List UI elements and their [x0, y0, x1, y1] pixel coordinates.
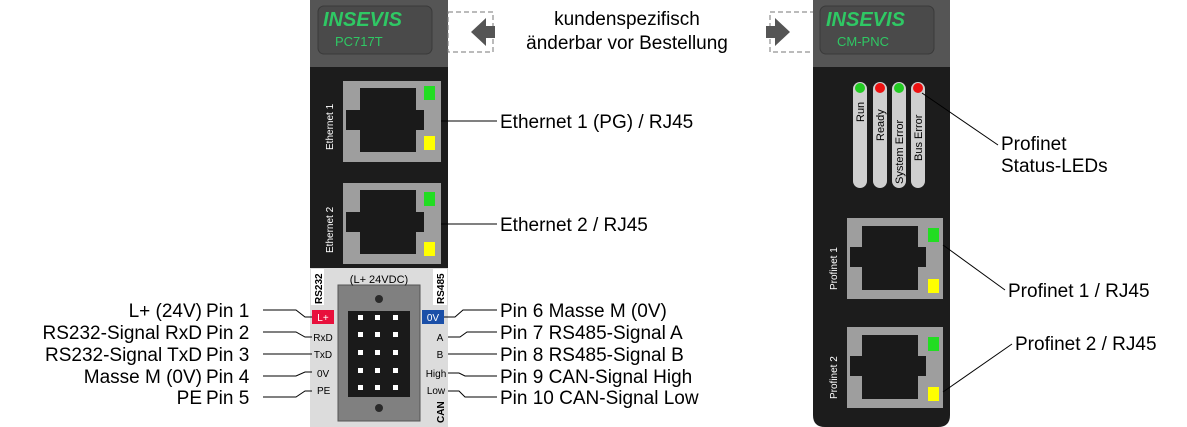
callout-status-leds-2: Status-LEDs [1001, 156, 1108, 177]
terminal-rxd: RxD [313, 333, 332, 344]
supply-label: (L+ 24VDC) [350, 274, 408, 286]
callout-eth2: Ethernet 2 / RJ45 [500, 215, 648, 236]
pin3-signal: RS232-Signal TxD [45, 345, 202, 366]
pn1-activity-led [928, 279, 939, 293]
terminal-txd: TxD [314, 350, 332, 361]
ethernet-2-label: Ethernet 2 [325, 206, 336, 253]
terminal-l-plus: L+ [317, 313, 329, 324]
customization-note: kundenspezifisch änderbar vor Bestellung [447, 9, 815, 54]
callout-profinet1: Profinet 1 / RJ45 [1008, 281, 1150, 302]
callout-profinet2: Profinet 2 / RJ45 [1015, 334, 1157, 355]
rs232-tag: RS232 [314, 273, 325, 304]
pn1-link-led [928, 228, 939, 242]
run-led [855, 83, 865, 93]
ethernet-1-port: Ethernet 1 [325, 81, 441, 162]
pin1-label: Pin 1 [206, 301, 249, 322]
ethernet-2-port: Ethernet 2 [325, 183, 441, 264]
led-label-run: Run [855, 102, 867, 122]
ethernet-1-label: Ethernet 1 [325, 103, 336, 150]
status-led-bar: Run Ready System Error Bus Error [853, 82, 925, 188]
can-tag: CAN [436, 401, 447, 423]
terminal-screw-bottom [375, 404, 383, 412]
profinet-1-port: Profinet 1 [829, 218, 943, 299]
terminal-0v-left: 0V [317, 369, 330, 380]
ready-led [875, 83, 885, 93]
pin5-label: Pin 5 [206, 388, 249, 409]
header-line-2: änderbar vor Bestellung [526, 33, 728, 54]
pin9-label: Pin 9 CAN-Signal High [500, 367, 692, 388]
eth2-link-led [424, 192, 435, 206]
arrow-left-icon [471, 18, 495, 46]
left-logo: INSEVIS [323, 9, 403, 31]
rs485-tag: RS485 [436, 273, 447, 304]
bus-error-led [913, 83, 923, 93]
terminal-pins [348, 311, 410, 397]
left-logo-panel [317, 5, 433, 55]
pin4-signal: Masse M (0V) [84, 367, 202, 388]
terminal-0v-right: 0V [427, 313, 440, 324]
eth1-link-led [424, 86, 435, 100]
pin2-label: Pin 2 [206, 323, 249, 344]
pin5-signal: PE [177, 388, 202, 409]
pin10-label: Pin 10 CAN-Signal Low [500, 388, 699, 409]
right-model-label: CM-PNC [837, 34, 889, 49]
pin8-label: Pin 8 RS485-Signal B [500, 345, 684, 366]
callout-eth1: Ethernet 1 (PG) / RJ45 [500, 112, 693, 133]
right-logo: INSEVIS [826, 9, 906, 31]
terminal-a: A [437, 333, 444, 344]
callout-status-leds-1: Profinet [1001, 134, 1067, 155]
arrow-right-icon [766, 18, 790, 46]
eth2-activity-led [424, 242, 435, 256]
led-label-ready: Ready [875, 109, 887, 141]
led-label-system-error: System Error [894, 119, 906, 184]
pin7-label: Pin 7 RS485-Signal A [500, 323, 683, 344]
terminal-pe: PE [317, 386, 331, 397]
left-module: INSEVIS PC717T Ethernet 1 Ethernet 2 [310, 0, 448, 427]
header-line-1: kundenspezifisch [554, 9, 700, 30]
terminal-high: High [426, 369, 447, 380]
profinet-1-label: Profinet 1 [829, 247, 840, 290]
eth1-activity-led [424, 136, 435, 150]
terminal-screw-top [375, 295, 383, 303]
right-logo-panel [819, 5, 935, 55]
left-model-label: PC717T [335, 34, 383, 49]
terminal-low: Low [427, 386, 446, 397]
pin3-label: Pin 3 [206, 345, 249, 366]
profinet-2-label: Profinet 2 [829, 356, 840, 399]
terminal-b: B [437, 350, 444, 361]
profinet-2-port: Profinet 2 [829, 327, 943, 408]
pin4-label: Pin 4 [206, 367, 250, 388]
pin2-signal: RS232-Signal RxD [43, 323, 202, 344]
pin1-signal: L+ (24V) [129, 301, 202, 322]
callout-lines [263, 92, 1013, 398]
right-module: INSEVIS CM-PNC Run Ready System Error Bu… [813, 0, 950, 427]
system-error-led [894, 83, 904, 93]
pn2-link-led [928, 337, 939, 351]
pn2-activity-led [928, 387, 939, 401]
led-label-bus-error: Bus Error [913, 114, 925, 161]
pin6-label: Pin 6 Masse M (0V) [500, 301, 667, 322]
